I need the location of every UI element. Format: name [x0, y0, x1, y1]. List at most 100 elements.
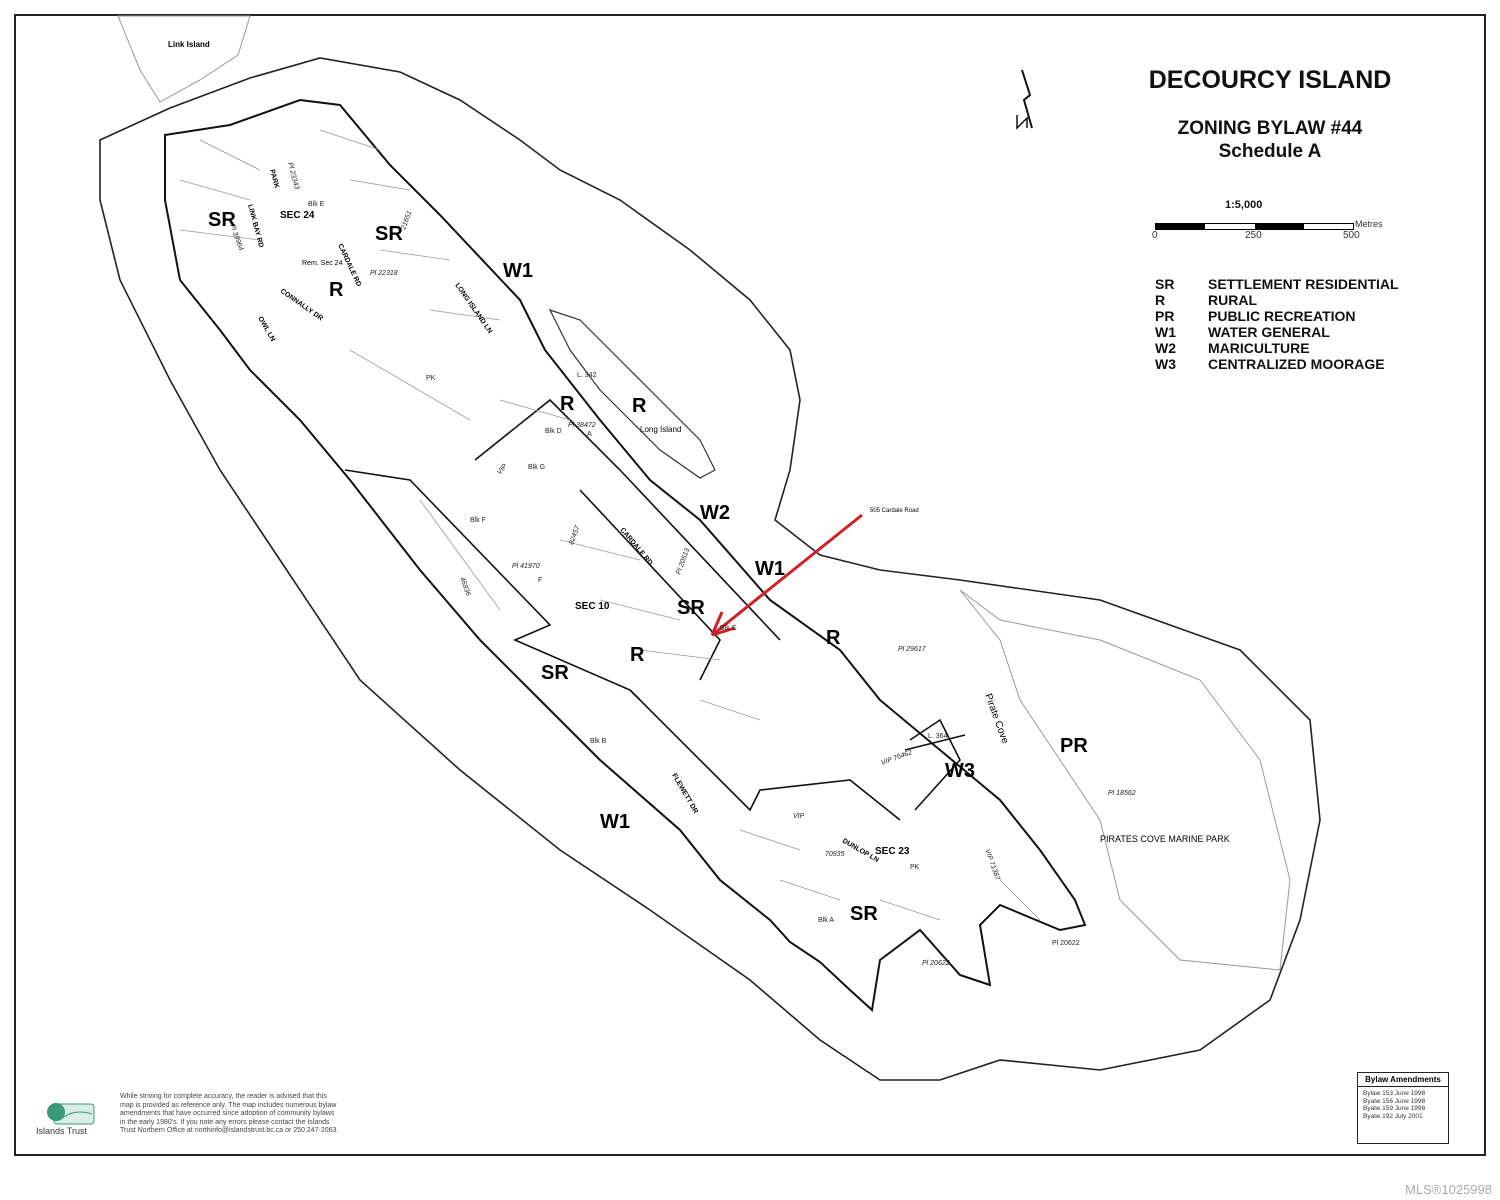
- amendment-item: Byalw 192 July 2001: [1363, 1112, 1423, 1120]
- road-label: CONNALLY DR: [279, 288, 324, 323]
- map-frame: [14, 14, 1486, 1156]
- block-label: Blk D: [545, 428, 562, 435]
- plan-label: VIP 71387: [983, 848, 1001, 882]
- road-label: CARDALE RD: [618, 527, 653, 567]
- legend-label: PUBLIC RECREATION: [1208, 308, 1356, 324]
- scale-tick: 0: [1152, 230, 1158, 241]
- logo-text: Islands Trust: [36, 1126, 88, 1136]
- plan-label: Pl 29617: [898, 646, 927, 653]
- plan-label: Pl 18562: [1108, 790, 1136, 797]
- zone-label-pr: PR: [1060, 735, 1088, 757]
- plan-labels: Pl 39964 Pl 23343 Pl 22318 21651 Pl 3847…: [228, 162, 1136, 967]
- mls-watermark: MLS®1025998: [1405, 1182, 1492, 1197]
- zone-label-r: R: [560, 393, 575, 415]
- map-subtitle: ZONING BYLAW #44 Schedule A: [1140, 117, 1400, 163]
- zone-label-w1: W1: [503, 260, 533, 282]
- block-label: Blk E: [308, 201, 325, 208]
- plan-label: 70935: [825, 851, 845, 858]
- islands-trust-logo-icon: [47, 1103, 95, 1125]
- legend-code: R: [1155, 292, 1166, 308]
- park-name-label: PIRATES COVE MARINE PARK: [1100, 834, 1230, 844]
- scale-tick: 500: [1343, 230, 1360, 241]
- scale-ratio: 1:5,000: [1225, 199, 1263, 211]
- legend-label: RURAL: [1208, 292, 1257, 308]
- zone-label-sr: SR: [677, 597, 705, 619]
- plan-label: Pl 38472: [568, 422, 596, 429]
- zone-label-w1: W1: [600, 811, 630, 833]
- plan-label: VIP: [496, 463, 509, 476]
- plan-label: Pl 20622: [922, 960, 950, 967]
- block-label: Blk F: [470, 517, 486, 524]
- road-label: DUNLOP LN: [841, 838, 880, 864]
- amendments-title: Bylaw Amendments: [1358, 1073, 1448, 1087]
- north-arrow-icon: [1016, 69, 1033, 130]
- legend-code: SR: [1155, 276, 1175, 292]
- map-title: DECOURCY ISLAND: [1148, 66, 1392, 94]
- zone-label-r: R: [826, 627, 841, 649]
- park-boundary: [959, 589, 1291, 971]
- road-label: OWL LN: [256, 316, 276, 343]
- scale-units: Metres: [1355, 219, 1383, 229]
- road-labels: LINK BAY RD CARDALE RD CARDALE RD LONG I…: [246, 169, 880, 864]
- zone-label-r: R: [630, 644, 645, 666]
- legend-code: W1: [1155, 324, 1176, 340]
- block-label: Blk G: [528, 464, 545, 471]
- legend-item: R RURAL: [1155, 292, 1399, 308]
- zone-label-w1: W1: [755, 558, 785, 580]
- scale-bar: [1155, 223, 1354, 230]
- zone-boundaries: [344, 398, 966, 821]
- property-annotation: 505 Cardale Road: [870, 508, 919, 514]
- zone-label-sr: SR: [375, 223, 403, 245]
- block-label: Blk C: [720, 625, 737, 632]
- zone-labels: SR SR SR SR SR R R R R R PR W1 W1 W1 W2 …: [208, 209, 1088, 925]
- legend-item: SR SETTLEMENT RESIDENTIAL: [1155, 276, 1399, 292]
- parcel-lines: [179, 129, 1041, 921]
- bylaw-title: ZONING BYLAW #44: [1177, 118, 1363, 139]
- zone-label-w2: W2: [700, 502, 730, 524]
- block-label: Blk B: [590, 738, 607, 745]
- block-label: F: [538, 577, 542, 584]
- zone-label-r: R: [632, 395, 647, 417]
- plan-label: VIP 76462: [880, 749, 913, 767]
- legend-code: W3: [1155, 356, 1176, 372]
- zone-label-w3: W3: [945, 760, 975, 782]
- legend-label: SETTLEMENT RESIDENTIAL: [1208, 276, 1399, 292]
- legend-label: CENTRALIZED MOORAGE: [1208, 356, 1385, 372]
- schedule-title: Schedule A: [1218, 141, 1322, 162]
- plan-label: Pl 23343: [286, 162, 300, 191]
- plan-label: Pl 20622: [1052, 940, 1080, 947]
- pirate-cove-label: Pirate Cove: [982, 692, 1010, 745]
- link-island-label: Link Island: [168, 40, 210, 49]
- block-labels: Blk E Blk D Blk G Blk F Blk C Blk B Blk …: [308, 201, 834, 924]
- plan-label: PK: [910, 864, 920, 871]
- zone-label-sr: SR: [541, 662, 569, 684]
- section-label: SEC 10: [575, 601, 610, 612]
- plan-label: Pl 41970: [512, 563, 540, 570]
- link-island-shape: [117, 15, 251, 103]
- section-labels: SEC 24 SEC 10 SEC 23 Rem. Sec 24: [280, 210, 910, 857]
- plan-label: Pl 22318: [370, 270, 398, 277]
- zone-label-r: R: [329, 279, 344, 301]
- plan-label: 82457: [568, 524, 582, 546]
- legend-label: MARICULTURE: [1208, 340, 1310, 356]
- disclaimer-text: While striving for complete accuracy, th…: [120, 1093, 339, 1134]
- long-island-label: Long Island: [640, 425, 681, 434]
- block-label: Blk A: [818, 917, 834, 924]
- plan-label: L. 342: [577, 372, 597, 379]
- legend-label: WATER GENERAL: [1208, 324, 1330, 340]
- block-label: A: [587, 431, 592, 438]
- legend-item: PR PUBLIC RECREATION: [1155, 308, 1399, 324]
- scale-tick: 250: [1245, 230, 1262, 241]
- plan-label: L. 364: [928, 733, 948, 740]
- plan-label: 46936: [458, 576, 471, 597]
- bylaw-amendments-box: Bylaw Amendments Bylaw 153 June 1998 Bya…: [1357, 1072, 1449, 1144]
- legend-code: PR: [1155, 308, 1175, 324]
- legend-item: W3 CENTRALIZED MOORAGE: [1155, 356, 1399, 372]
- decourcy-island-outline: [164, 98, 1087, 1012]
- section-label: SEC 23: [875, 846, 910, 857]
- amendment-item: Bylaw 153 June 1998: [1363, 1090, 1426, 1097]
- legend-item: W1 WATER GENERAL: [1155, 324, 1399, 340]
- amendment-item: Byalw 159 June 1998: [1363, 1105, 1426, 1112]
